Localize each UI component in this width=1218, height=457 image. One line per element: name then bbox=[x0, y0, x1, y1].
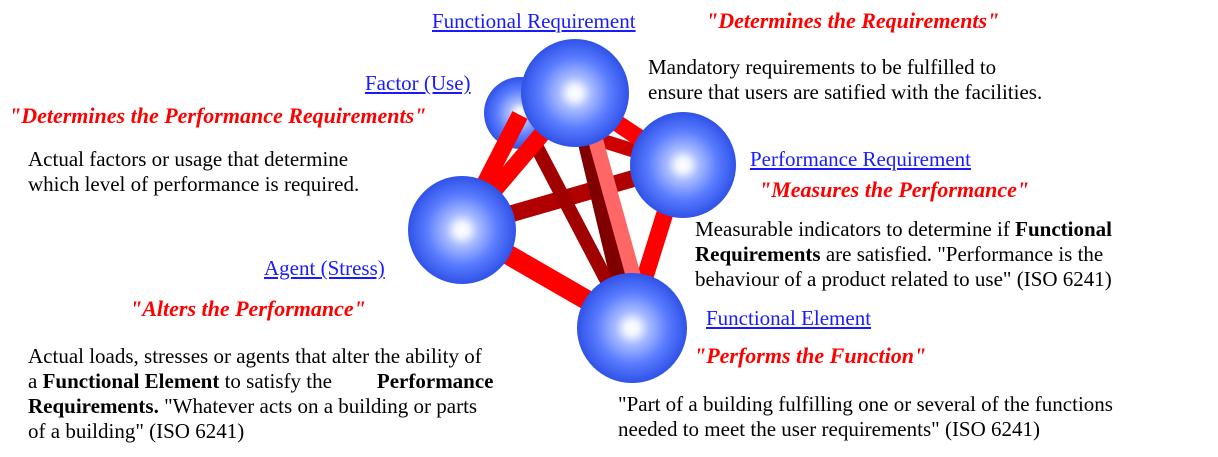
performance-requirement-link[interactable]: Performance Requirement bbox=[750, 147, 971, 171]
functional-element-sphere bbox=[577, 273, 687, 383]
rod-requirement-element-pink bbox=[582, 117, 648, 303]
functional-element-desc-line1: "Part of a building fulfilling one or se… bbox=[618, 392, 1113, 416]
performance-requirement-sphere bbox=[630, 112, 736, 218]
factor-use-quote: "Determines the Performance Requirements… bbox=[9, 103, 427, 128]
desc-bold-text: Performance bbox=[376, 369, 494, 393]
agent-desc-line4: of a building" (ISO 6241) bbox=[28, 419, 245, 443]
performance-requirement-desc-line2: Requirements are satisfied. "Performance… bbox=[695, 242, 1112, 267]
agent-sphere bbox=[408, 176, 516, 284]
desc-bold-text: Requirements. bbox=[28, 394, 159, 418]
performance-requirement-desc-line1: Measurable indicators to determine if Fu… bbox=[695, 217, 1112, 242]
functional-element-quote: "Performs the Function" bbox=[694, 343, 927, 368]
desc-bold-text: Requirements bbox=[695, 242, 821, 266]
desc-text: Measurable indicators to determine if bbox=[695, 217, 1016, 241]
agent-stress-quote: "Alters the Performance" bbox=[130, 296, 366, 321]
functional-requirement-sphere bbox=[521, 39, 629, 147]
agent-stress-link[interactable]: Agent (Stress) bbox=[264, 256, 385, 280]
desc-bold-text: Functional bbox=[1015, 217, 1112, 241]
desc-bold-text: Functional Element bbox=[42, 369, 220, 393]
performance-requirement-quote: "Measures the Performance" bbox=[759, 177, 1030, 202]
performance-requirement-desc-line3: behaviour of a product related to use" (… bbox=[695, 267, 1112, 291]
functional-requirement-desc-line2: ensure that users are satified with the … bbox=[648, 80, 1043, 104]
agent-desc-line1: Actual loads, stresses or agents that al… bbox=[28, 344, 482, 368]
factor-use-desc-line2: which level of performance is required. bbox=[28, 172, 360, 196]
functional-requirement-quote: "Determines the Requirements" bbox=[706, 8, 1000, 33]
desc-text: are satisfied. "Performance is the bbox=[820, 242, 1104, 266]
performance-requirement-description: Measurable indicators to determine if Fu… bbox=[695, 217, 1112, 292]
functional-element-description: "Part of a building fulfilling one or se… bbox=[618, 392, 1113, 442]
functional-element-desc-line2: needed to meet the user requirements" (I… bbox=[618, 417, 1041, 441]
functional-requirement-desc-line1: Mandatory requirements to be fulfilled t… bbox=[648, 55, 997, 79]
agent-desc-line3: Requirements. "Whatever acts on a buildi… bbox=[28, 394, 494, 419]
desc-text: a bbox=[28, 369, 43, 393]
functional-element-link[interactable]: Functional Element bbox=[706, 306, 872, 330]
factor-use-desc-line1: Actual factors or usage that determine bbox=[28, 147, 349, 171]
desc-text: "Whatever acts on a building or parts bbox=[158, 394, 478, 418]
agent-desc-line2: a Functional Element to satisfy the Perfo… bbox=[28, 369, 494, 394]
functional-requirement-link[interactable]: Functional Requirement bbox=[432, 9, 636, 33]
factor-use-description: Actual factors or usage that determine w… bbox=[28, 147, 359, 197]
desc-text: to satisfy the bbox=[219, 369, 332, 393]
agent-stress-description: Actual loads, stresses or agents that al… bbox=[28, 344, 494, 444]
factor-use-link[interactable]: Factor (Use) bbox=[365, 71, 471, 95]
functional-requirement-description: Mandatory requirements to be fulfilled t… bbox=[648, 55, 1042, 105]
